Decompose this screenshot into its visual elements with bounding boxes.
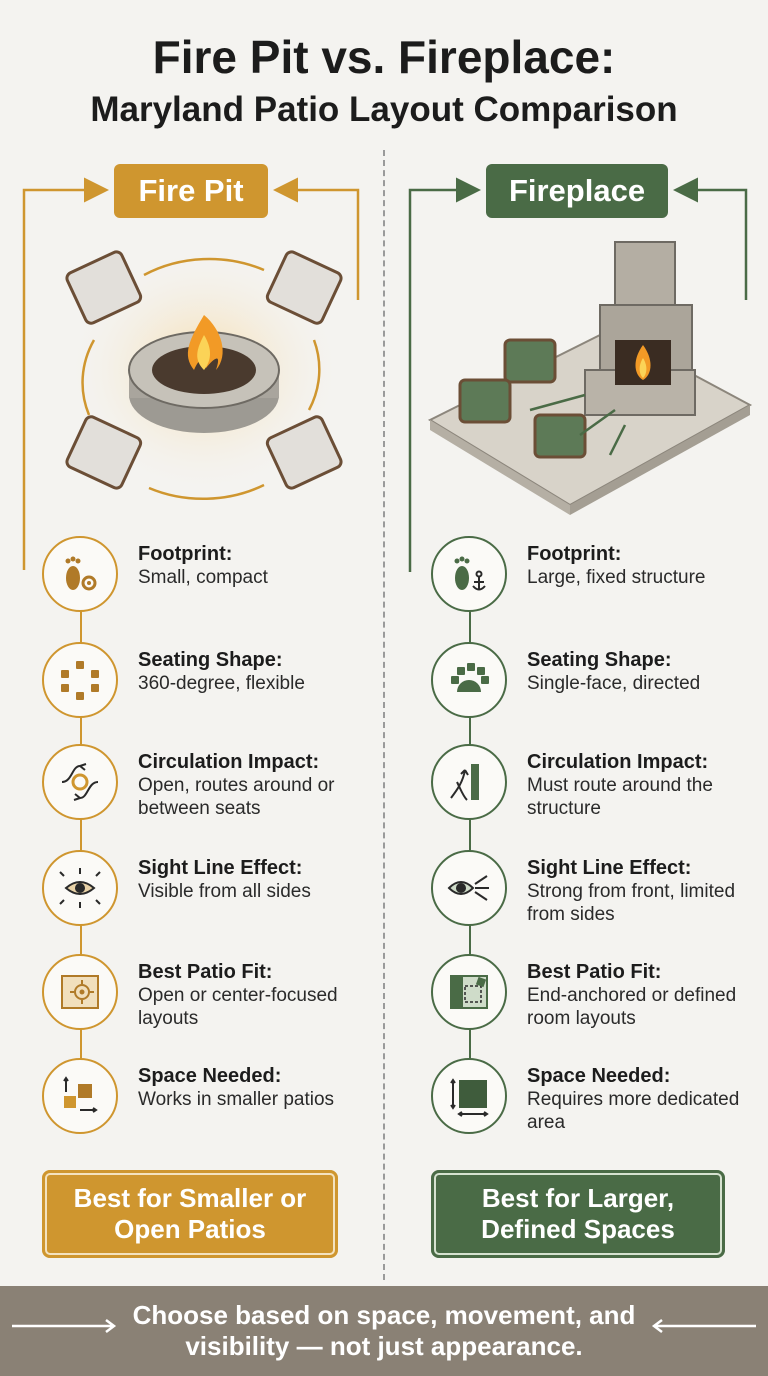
circulation-arrows-icon [42, 744, 118, 820]
fireplace-illustration [427, 241, 753, 515]
route-around-wall-icon [431, 744, 507, 820]
fireplace-best-for-text: Best for Larger, Defined Spaces [481, 1183, 675, 1244]
item-heading: Footprint: [138, 543, 233, 565]
fireplace-footprint-item: Footprint: Large, fixed structure [431, 536, 761, 626]
firepit-seating-item: Seating Shape: 360-degree, flexible [42, 642, 372, 732]
item-heading: Best Patio Fit: [527, 961, 662, 983]
item-heading: Space Needed: [527, 1065, 671, 1087]
item-description: Single-face, directed [527, 673, 701, 694]
firepit-illustration [64, 245, 344, 500]
fireplace-space-item: Space Needed: Requires more dedicated ar… [431, 1058, 761, 1148]
item-description: Visible from all sides [138, 881, 311, 902]
item-heading: Sight Line Effect: [527, 857, 692, 879]
eye-radiating-icon [42, 850, 118, 926]
firepit-label: Fire Pit [114, 164, 268, 218]
item-heading: Sight Line Effect: [138, 857, 303, 879]
fireplace-circulation-item: Circulation Impact: Must route around th… [431, 744, 761, 834]
fireplace-label: Fireplace [486, 164, 668, 218]
firepit-circulation-item: Circulation Impact: Open, routes around … [42, 744, 372, 834]
end-anchored-plan-icon [431, 954, 507, 1030]
firepit-space-item: Space Needed: Works in smaller patios [42, 1058, 372, 1148]
item-heading: Space Needed: [138, 1065, 282, 1087]
item-description: Strong from front, limited from sides [527, 881, 736, 925]
fireplace-best-for-box: Best for Larger, Defined Spaces [431, 1170, 725, 1258]
item-heading: Footprint: [527, 543, 622, 565]
firepit-bestfit-item: Best Patio Fit: Open or center-focused l… [42, 954, 372, 1044]
item-heading: Seating Shape: [138, 649, 283, 671]
item-description: Must route around the structure [527, 775, 713, 819]
circular-seating-icon [42, 642, 118, 718]
page-title: Fire Pit vs. Fireplace: [152, 31, 616, 83]
item-description: Open, routes around or between seats [138, 775, 335, 819]
fireplace-sightline-item: Sight Line Effect: Strong from front, li… [431, 850, 761, 940]
fireplace-bestfit-item: Best Patio Fit: End-anchored or defined … [431, 954, 761, 1044]
item-description: Open or center-focused layouts [138, 985, 338, 1029]
column-divider [383, 150, 385, 1280]
fireplace-seating-item: Seating Shape: Single-face, directed [431, 642, 761, 732]
item-description: Works in smaller patios [138, 1089, 335, 1110]
item-description: Small, compact [138, 567, 268, 588]
page-subtitle: Maryland Patio Layout Comparison [90, 90, 678, 129]
center-target-plan-icon [42, 954, 118, 1030]
footer-right-arrow-icon [12, 1319, 117, 1333]
fireplace-connector-line [469, 608, 471, 1078]
footprint-anchor-icon [431, 536, 507, 612]
eye-forward-icon [431, 850, 507, 926]
label-bracket-arrows [22, 177, 748, 572]
item-description: Large, fixed structure [527, 567, 706, 588]
firepit-connector-line [80, 606, 82, 1076]
item-description: End-anchored or defined room layouts [527, 985, 737, 1029]
item-heading: Circulation Impact: [527, 751, 709, 773]
arc-seating-icon [431, 642, 507, 718]
item-description: 360-degree, flexible [138, 673, 305, 694]
large-space-icon [431, 1058, 507, 1134]
footer-left-arrow-icon [651, 1319, 756, 1333]
footer-banner: Choose based on space, movement, and vis… [0, 1286, 768, 1376]
item-description: Requires more dedicated area [527, 1089, 740, 1133]
firepit-best-for-text: Best for Smaller or Open Patios [73, 1183, 307, 1244]
firepit-footprint-item: Footprint: Small, compact [42, 536, 372, 626]
firepit-best-for-box: Best for Smaller or Open Patios [42, 1170, 338, 1258]
small-space-icon [42, 1058, 118, 1134]
item-heading: Best Patio Fit: [138, 961, 273, 983]
item-heading: Seating Shape: [527, 649, 672, 671]
firepit-sightline-item: Sight Line Effect: Visible from all side… [42, 850, 372, 940]
item-heading: Circulation Impact: [138, 751, 320, 773]
footer-text: Choose based on space, movement, and vis… [132, 1300, 636, 1361]
footprint-gear-icon [42, 536, 118, 612]
